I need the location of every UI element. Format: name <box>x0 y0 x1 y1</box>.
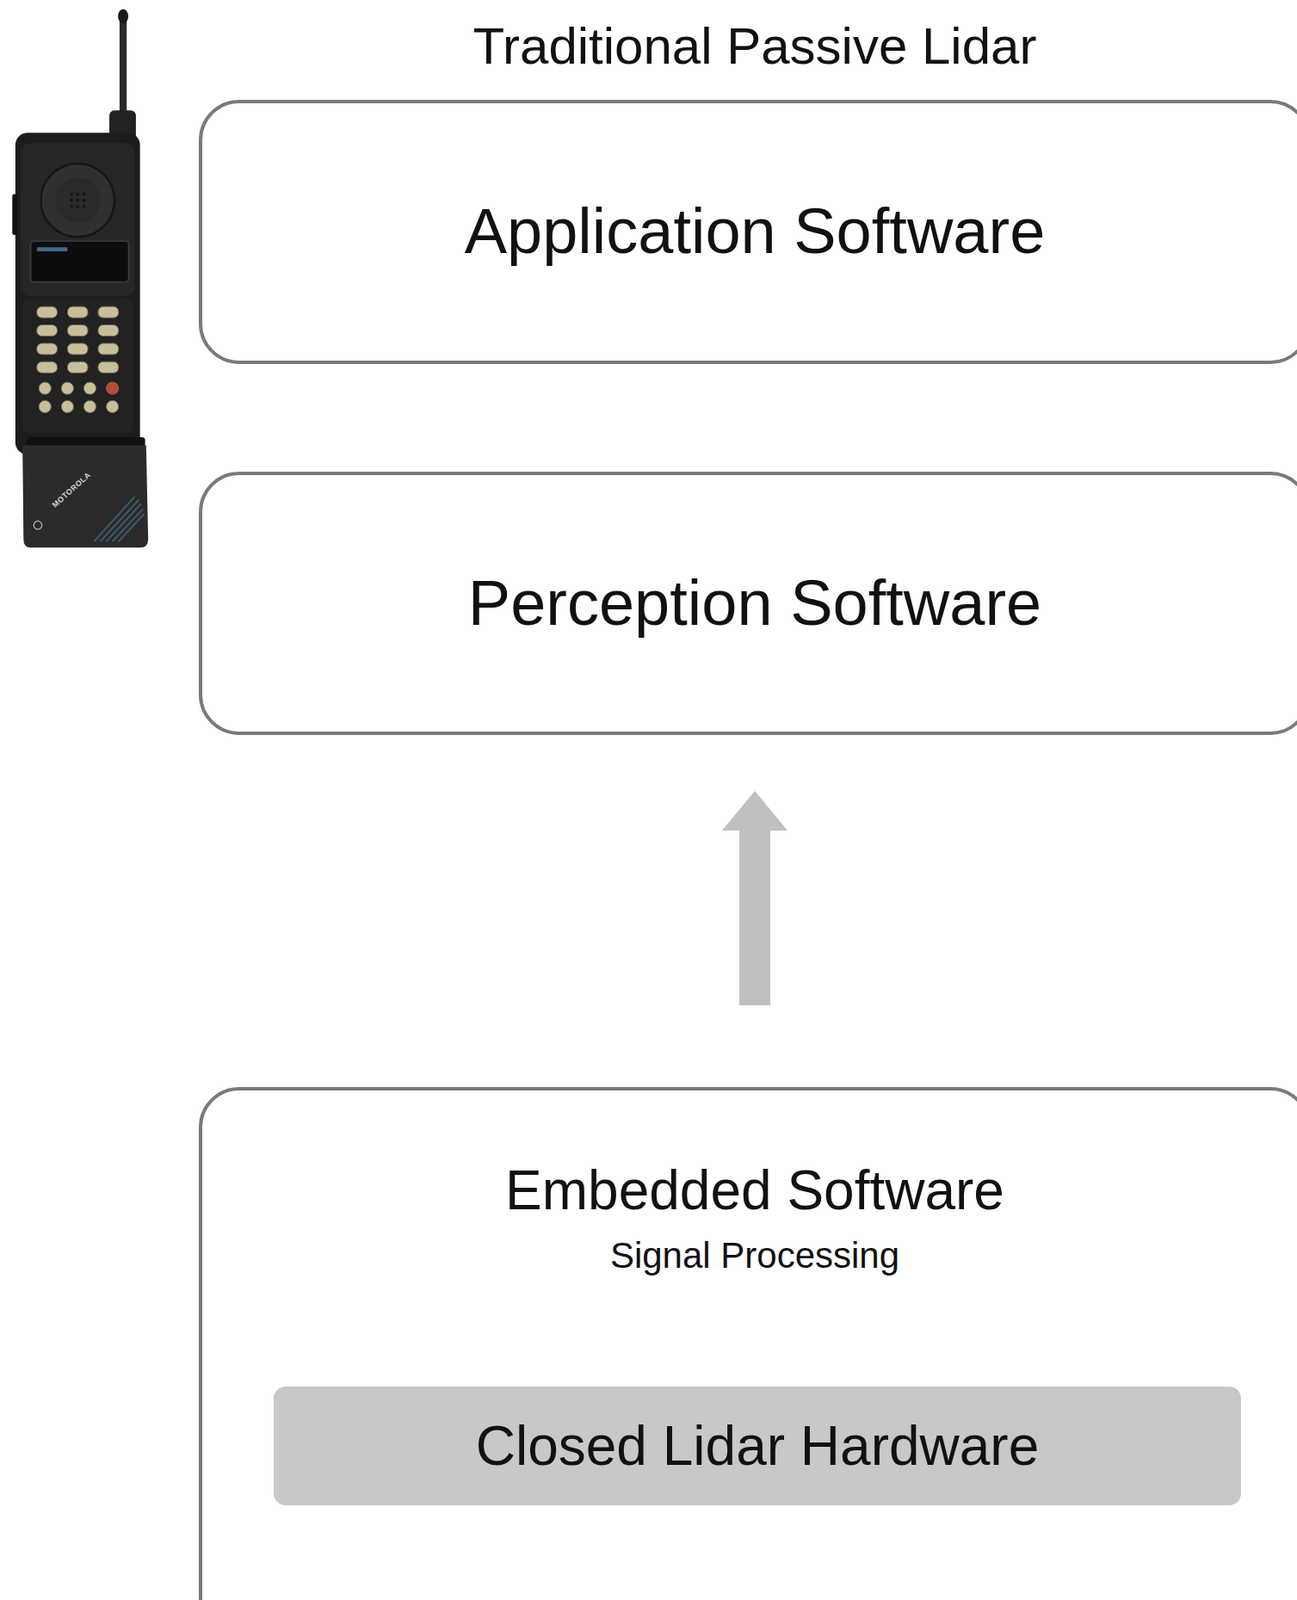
box-heading: Perception Software <box>468 565 1042 643</box>
flow-arrow <box>722 790 788 1006</box>
layer-box: Embedded SoftwareSignal ProcessingClosed… <box>198 1087 1297 1600</box>
hardware-box: Closed Lidar Hardware <box>273 1386 1242 1506</box>
box-subheading: Signal Processing <box>610 1234 900 1278</box>
box-heading: Embedded Software <box>505 1157 1005 1224</box>
box-heading: Closed Lidar Hardware <box>475 1413 1040 1480</box>
box-heading: Application Software <box>464 193 1046 271</box>
layer-box: Perception Software <box>198 471 1297 735</box>
text-group: Embedded SoftwareSignal Processing <box>202 1157 1297 1278</box>
text-group: Closed Lidar Hardware <box>273 1386 1242 1506</box>
text-group: Application Software <box>202 103 1297 361</box>
diagram-title: Traditional Passive Lidar <box>324 15 1186 78</box>
text-group: Perception Software <box>202 475 1297 732</box>
layer-box: Application Software <box>198 99 1297 365</box>
